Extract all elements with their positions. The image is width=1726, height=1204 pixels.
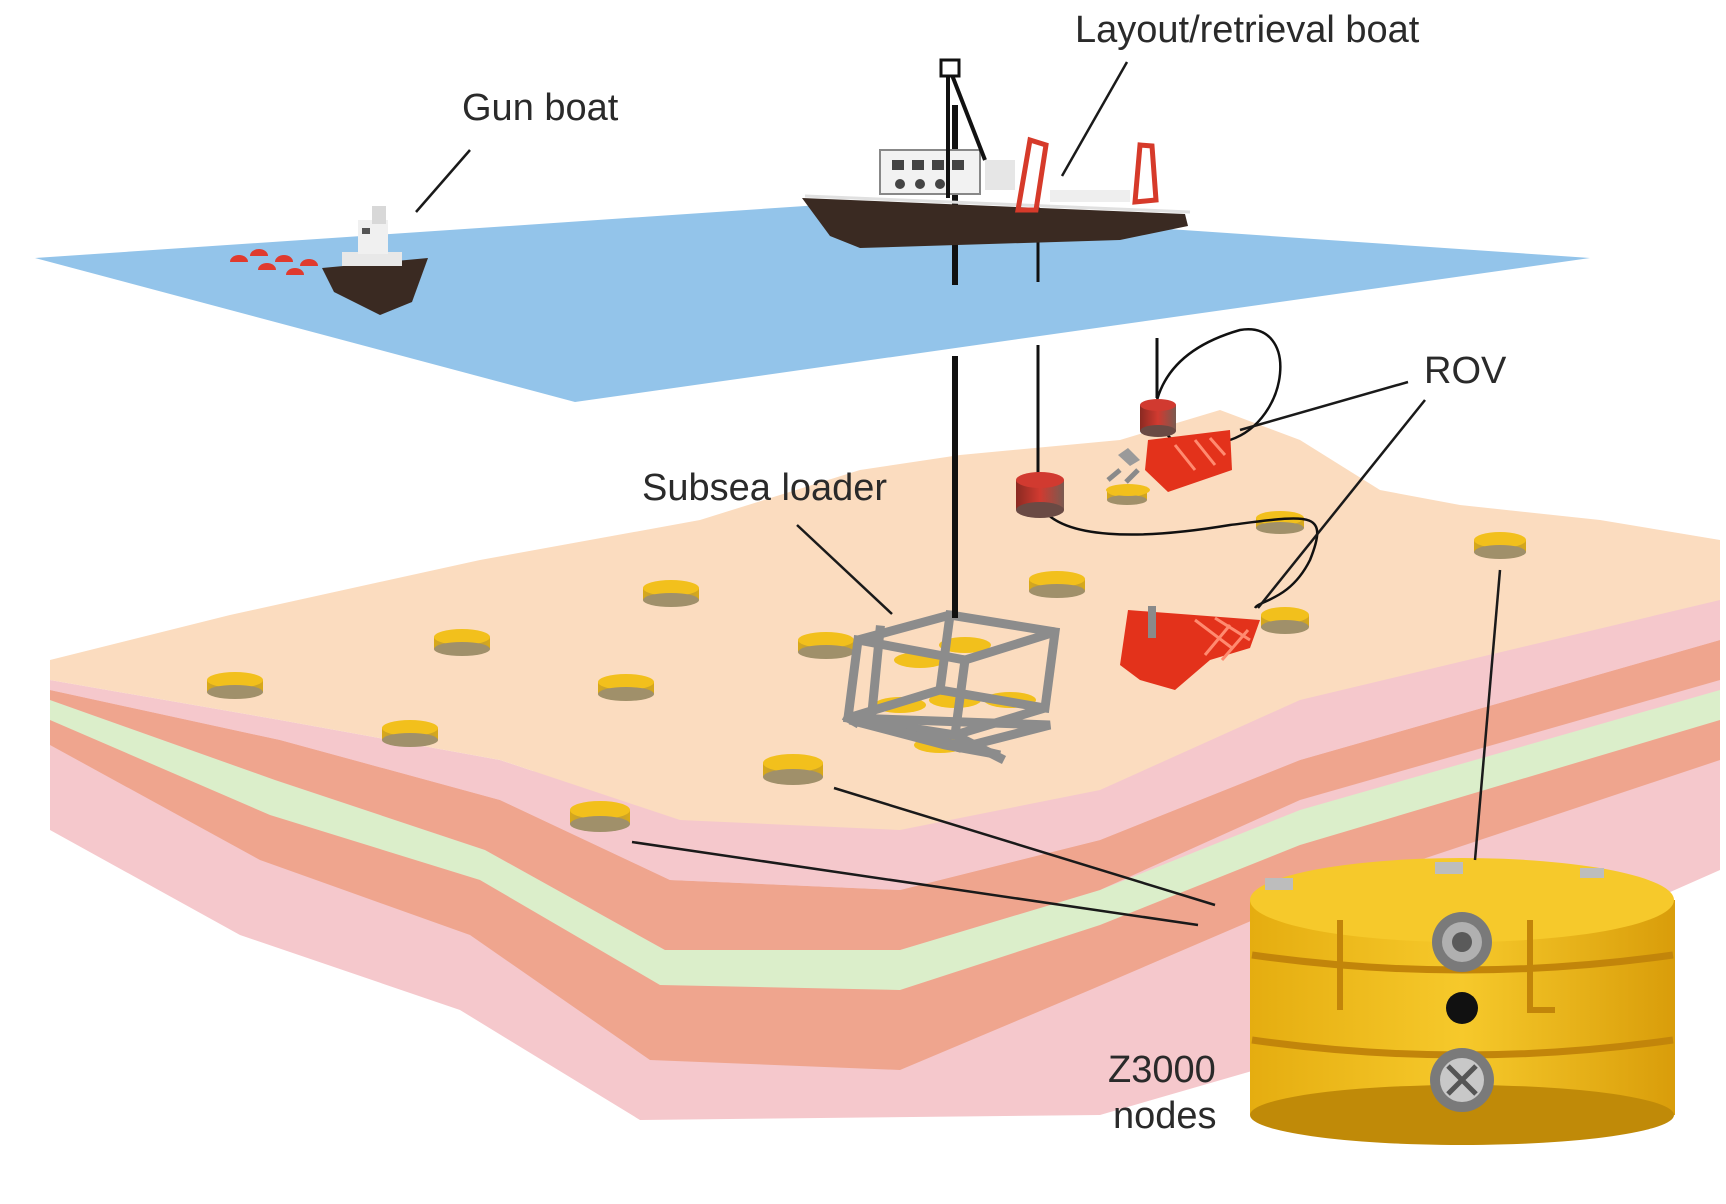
label-z3000: Z3000 (1108, 1049, 1216, 1091)
seabed-node (382, 720, 438, 747)
layout-boat-icon (802, 58, 1191, 248)
seabed-node (643, 580, 699, 607)
leader-line-node (631, 840, 1199, 927)
tether-buoy (1016, 472, 1064, 518)
label-rov: ROV (1424, 350, 1507, 392)
leader-line-gun-boat (415, 149, 471, 213)
label-nodes: nodes (1113, 1095, 1217, 1137)
seabed-node (1261, 607, 1309, 634)
leader-line-layout-boat (1060, 61, 1129, 177)
rov-icon (1106, 430, 1232, 496)
leader-line-rov (1239, 380, 1409, 432)
stratum-salmon-lower (50, 700, 1720, 1070)
seabed-surface (50, 410, 1720, 830)
tether-buoy (1140, 399, 1176, 437)
label-subsea-loader: Subsea loader (642, 467, 887, 509)
label-layout-boat: Layout/retrieval boat (1075, 9, 1420, 51)
subsea-loader-icon (841, 609, 1061, 765)
seabed-node (1029, 571, 1085, 598)
seabed-node (207, 672, 263, 699)
seabed-node (798, 632, 854, 659)
rov-umbilical (1038, 504, 1319, 609)
leader-line-rov (1257, 399, 1426, 609)
stratum-pink-upper (50, 600, 1720, 890)
stratum-green (50, 690, 1720, 990)
seabed-node (598, 674, 654, 701)
airgun-bubbles-icon (230, 249, 318, 275)
leader-line-node (833, 786, 1216, 907)
seabed-node (570, 801, 630, 832)
z3000-node-icon (1250, 858, 1675, 1145)
rov-icon (1120, 606, 1260, 690)
seabed-nodes (207, 485, 1526, 832)
seabed-node (434, 629, 490, 656)
gun-boat-icon (322, 206, 428, 315)
leader-line-node (1473, 569, 1502, 861)
sea-surface (35, 205, 1590, 402)
stratum-salmon-upper (50, 640, 1720, 950)
seabed-node (763, 754, 823, 785)
leader-line-subsea-loader (796, 524, 893, 615)
seabed-node (1474, 532, 1526, 559)
label-gun-boat: Gun boat (462, 87, 619, 129)
seabed-node (1256, 511, 1304, 534)
